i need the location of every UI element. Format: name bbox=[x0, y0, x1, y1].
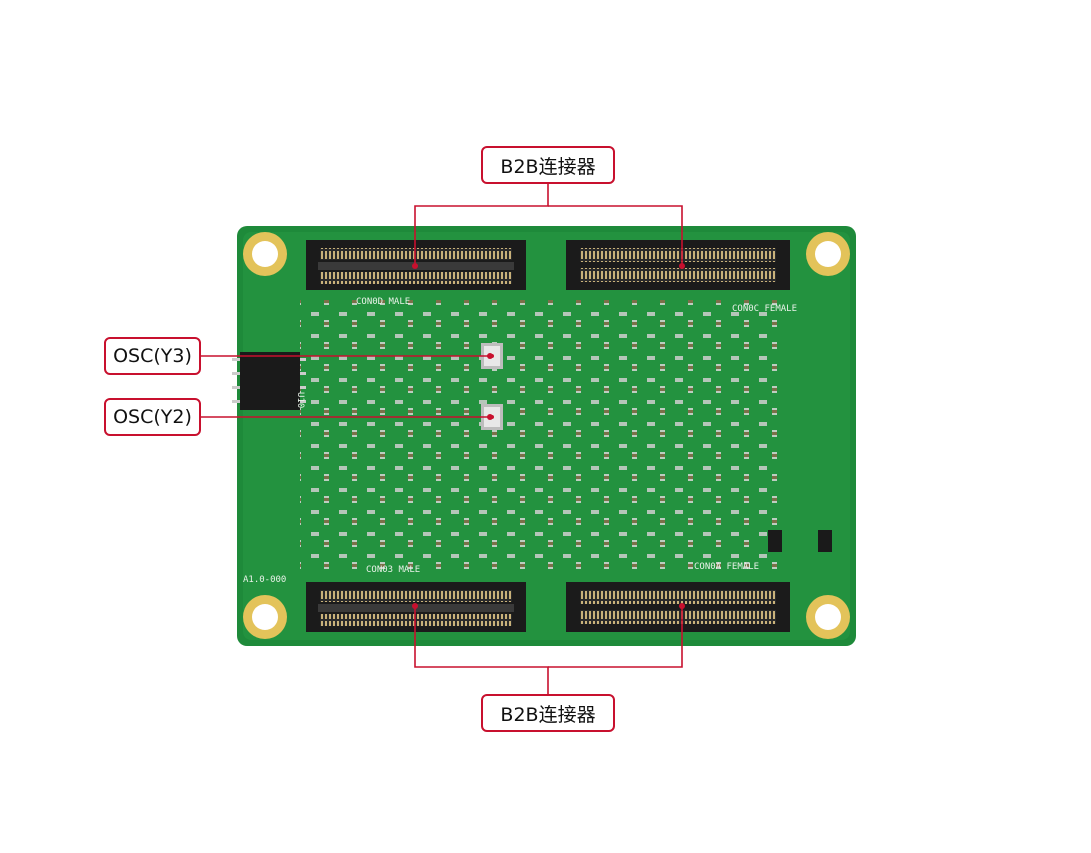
mounting-hole bbox=[243, 232, 287, 276]
mounting-hole bbox=[806, 595, 850, 639]
transistor-q4 bbox=[818, 530, 832, 552]
leader-lines bbox=[201, 184, 683, 694]
mounting-hole bbox=[243, 595, 287, 639]
b2b-connector-top-right bbox=[566, 240, 790, 290]
silk-con-top-right: CON0C FEMALE bbox=[732, 304, 797, 314]
callout-b2b-top: B2B连接器 bbox=[481, 146, 615, 184]
b2b-connector-bottom-right bbox=[566, 582, 790, 632]
silk-board-rev: A1.0-000 bbox=[243, 575, 286, 585]
transistor-q5 bbox=[768, 530, 782, 552]
callout-osc-y2: OSC(Y2) bbox=[104, 398, 201, 436]
mounting-hole bbox=[806, 232, 850, 276]
silk-con-top-left: CON0D MALE bbox=[356, 297, 410, 307]
callout-osc-y3: OSC(Y3) bbox=[104, 337, 201, 375]
silk-con-bottom-left: CON03 MALE bbox=[366, 565, 420, 575]
callout-b2b-bottom: B2B连接器 bbox=[481, 694, 615, 732]
leader-line-top bbox=[414, 184, 549, 266]
silk-chip-ref: U10 bbox=[295, 392, 305, 408]
silk-con-bottom-right: CON0A FEMALE bbox=[694, 562, 759, 572]
leader-line-bottom bbox=[414, 606, 549, 694]
flash-chip bbox=[232, 352, 306, 410]
leader-dots bbox=[412, 263, 685, 609]
